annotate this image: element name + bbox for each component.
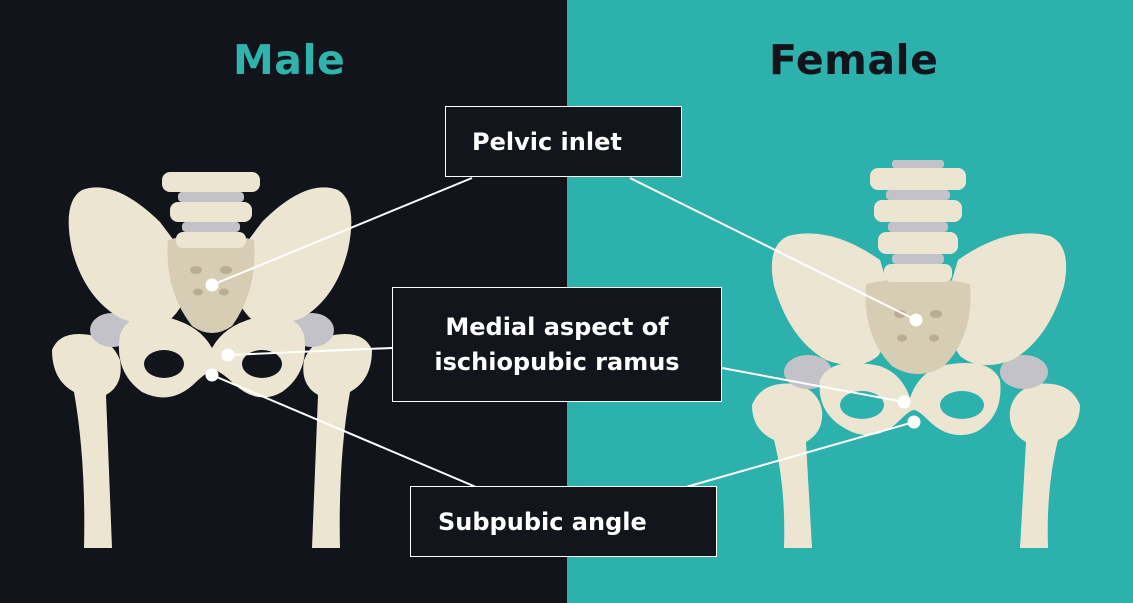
- male-left-femur-icon: [52, 334, 121, 548]
- female-pelvis-icon: [752, 160, 1080, 548]
- callout-pelvic-inlet-label: Pelvic inlet: [472, 127, 622, 156]
- female-right-ilium-icon: [945, 233, 1067, 366]
- male-sacral-foramen-icon: [219, 288, 229, 296]
- callout-medial-aspect-ischiopubic-ramus: Medial aspect of ischiopubic ramus: [392, 287, 722, 402]
- female-sacral-foramen-icon: [897, 334, 907, 342]
- leader-line-pelvic-inlet-female: [629, 177, 917, 321]
- female-left-ilium-icon: [771, 233, 893, 366]
- male-pelvis-icon: [52, 172, 372, 548]
- female-disc-icon: [892, 254, 944, 264]
- leader-line-subpubic-female: [685, 421, 915, 488]
- female-disc-icon: [886, 190, 950, 200]
- female-right-femur-icon: [1009, 383, 1080, 548]
- female-vertebra-icon: [884, 264, 952, 282]
- male-left-obturator-icon: [144, 350, 184, 378]
- male-right-ilium-icon: [231, 187, 352, 324]
- marker-dot-icon: [907, 415, 921, 429]
- male-sacral-foramen-icon: [220, 266, 232, 274]
- female-right-hip-joint-icon: [1000, 355, 1048, 389]
- male-right-obturator-icon: [242, 350, 282, 378]
- female-sacral-foramen-icon: [930, 310, 942, 318]
- marker-dot-icon: [205, 368, 219, 382]
- female-left-obturator-icon: [840, 391, 884, 419]
- callout-pelvic-inlet: Pelvic inlet: [445, 106, 682, 177]
- leader-line-subpubic-male: [211, 374, 477, 488]
- callout-ramus-line-2: ischiopubic ramus: [434, 347, 680, 376]
- male-sacral-foramen-icon: [190, 266, 202, 274]
- male-vertebra-icon: [176, 232, 246, 248]
- callout-subpubic-angle: Subpubic angle: [410, 486, 717, 557]
- female-sacral-foramen-icon: [929, 334, 939, 342]
- callout-ramus-line-1: Medial aspect of: [445, 312, 669, 341]
- female-sacral-foramen-icon: [894, 310, 906, 318]
- male-vertebra-icon: [170, 202, 252, 222]
- male-heading: Male: [233, 36, 346, 84]
- leader-lines: [205, 177, 923, 488]
- female-vertebra-icon: [870, 168, 966, 190]
- female-disc-icon: [888, 222, 948, 232]
- marker-dot-icon: [221, 348, 235, 362]
- marker-dot-icon: [897, 395, 911, 409]
- marker-dot-icon: [205, 278, 219, 292]
- male-left-ilium-icon: [68, 187, 191, 324]
- leader-line-pelvic-inlet-male: [211, 177, 473, 286]
- male-right-femur-icon: [303, 334, 372, 548]
- female-left-femur-icon: [752, 383, 823, 548]
- male-vertebra-icon: [162, 172, 260, 192]
- male-disc-icon: [178, 192, 244, 202]
- callout-subpubic-label: Subpubic angle: [438, 507, 647, 536]
- female-vertebra-icon: [874, 200, 962, 222]
- female-vertebra-icon: [878, 232, 958, 254]
- male-sacral-foramen-icon: [193, 288, 203, 296]
- leader-line-ramus-female: [721, 367, 905, 403]
- marker-dot-icon: [909, 313, 923, 327]
- female-right-obturator-icon: [940, 391, 984, 419]
- female-disc-icon: [892, 160, 944, 168]
- male-disc-icon: [182, 222, 240, 232]
- female-heading: Female: [769, 36, 939, 84]
- callout-ramus-text: Medial aspect of ischiopubic ramus: [434, 310, 679, 380]
- leader-line-ramus-male: [227, 347, 393, 356]
